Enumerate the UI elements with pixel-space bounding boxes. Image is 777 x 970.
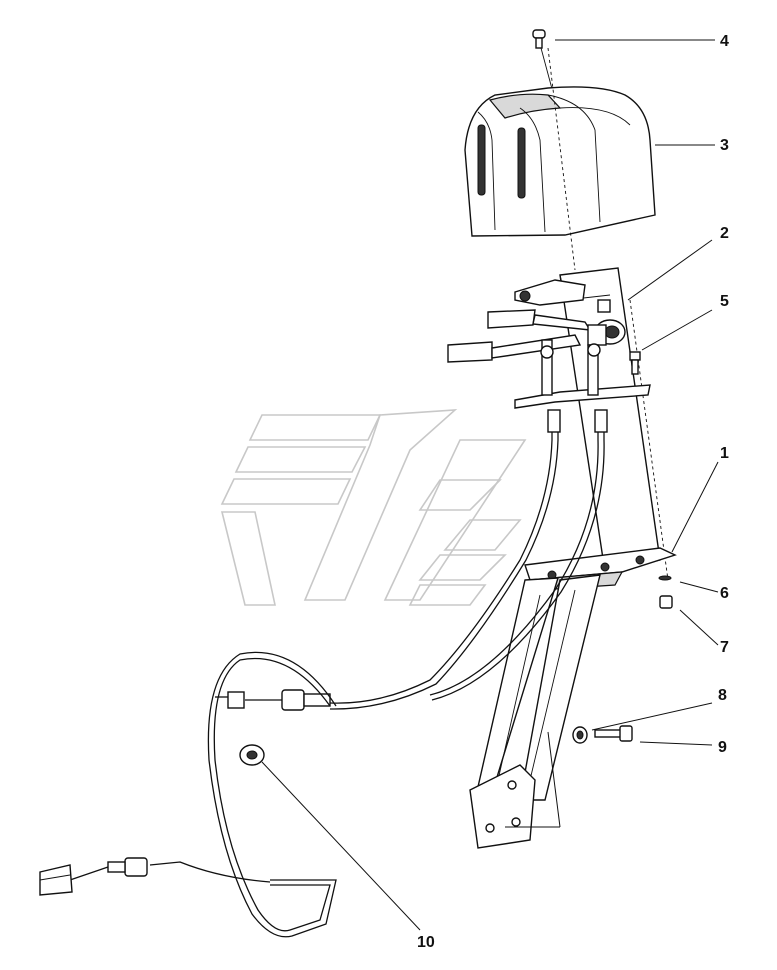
washer-part-8 bbox=[572, 726, 588, 744]
callout-7: 7 bbox=[720, 639, 729, 656]
callout-9: 9 bbox=[718, 739, 727, 756]
nut-part-7 bbox=[659, 595, 673, 609]
callout-1: 1 bbox=[720, 445, 729, 462]
callout-5: 5 bbox=[720, 293, 729, 310]
callout-10: 10 bbox=[417, 934, 435, 951]
watermark-logo bbox=[220, 409, 527, 606]
callout-4: 4 bbox=[720, 33, 729, 50]
leader-lines bbox=[261, 39, 719, 931]
lever-bracket-part-2 bbox=[447, 267, 661, 573]
cover-part-3 bbox=[464, 86, 656, 237]
callout-2: 2 bbox=[720, 225, 729, 242]
bolt-part-5 bbox=[629, 351, 641, 375]
callout-3: 3 bbox=[720, 137, 729, 154]
callout-labels: 4 3 2 5 1 6 7 8 9 10 bbox=[417, 33, 729, 951]
washer-part-6 bbox=[658, 575, 672, 581]
control-cables-part-10 bbox=[39, 409, 608, 938]
callout-8: 8 bbox=[718, 687, 727, 704]
callout-6: 6 bbox=[720, 585, 729, 602]
bolt-part-9 bbox=[594, 725, 633, 742]
